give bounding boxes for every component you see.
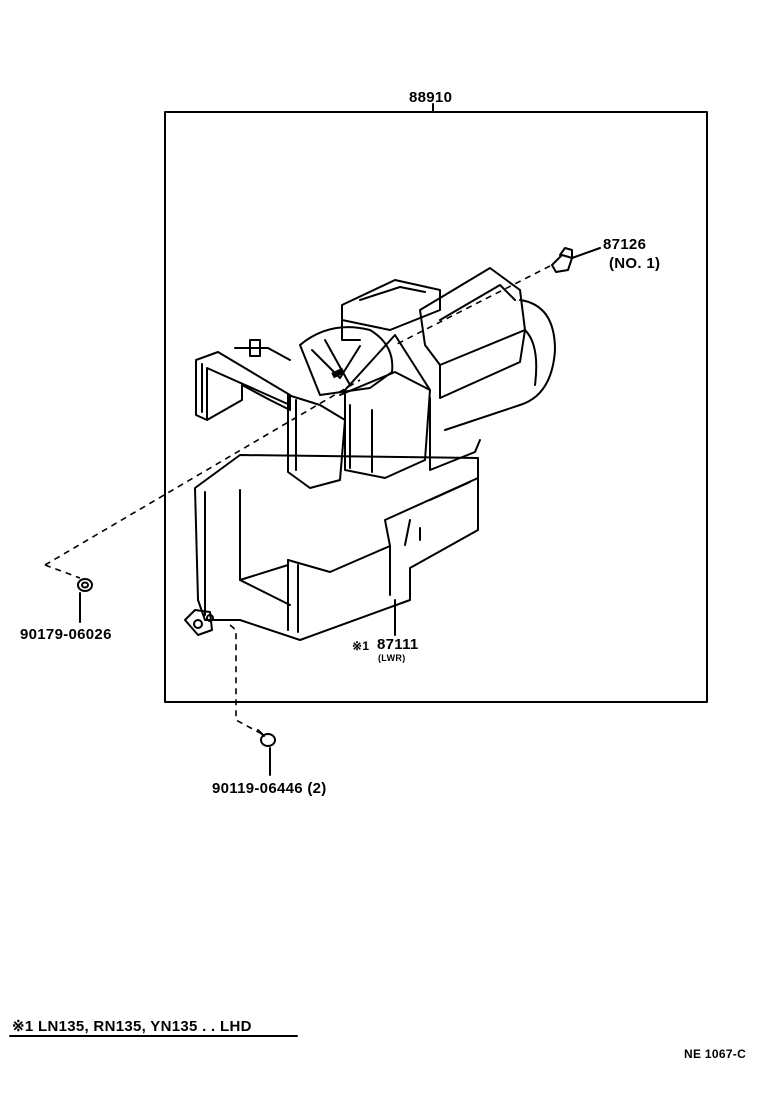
damper-87126 [551,247,573,273]
damper-leader [571,247,601,259]
case-note: (LWR) [378,653,406,663]
nut-part-number: 90179-06026 [20,626,112,643]
damper-note: (NO. 1) [609,255,661,272]
footnote: ※1 LN135, RN135, YN135 . . LHD [12,1018,252,1035]
assembly-frame [164,111,708,703]
drawing-code: NE 1067-C [684,1047,747,1061]
heater-lower-case [184,454,479,641]
nut-90179-06026 [77,578,93,592]
damper-install-path [394,265,551,346]
bolt-part-number: 90119-06446 (2) [212,780,327,797]
nut-drop-path [44,564,81,579]
nut-install-path [44,379,361,566]
case-remark-mark: ※1 [352,639,370,653]
case-part-number: 87111 [377,636,419,653]
bolt-install-path [229,624,263,735]
damper-part-number: 87126 [603,236,647,253]
assembly-part-number: 88910 [409,89,453,106]
heater-upper-case [195,267,556,489]
